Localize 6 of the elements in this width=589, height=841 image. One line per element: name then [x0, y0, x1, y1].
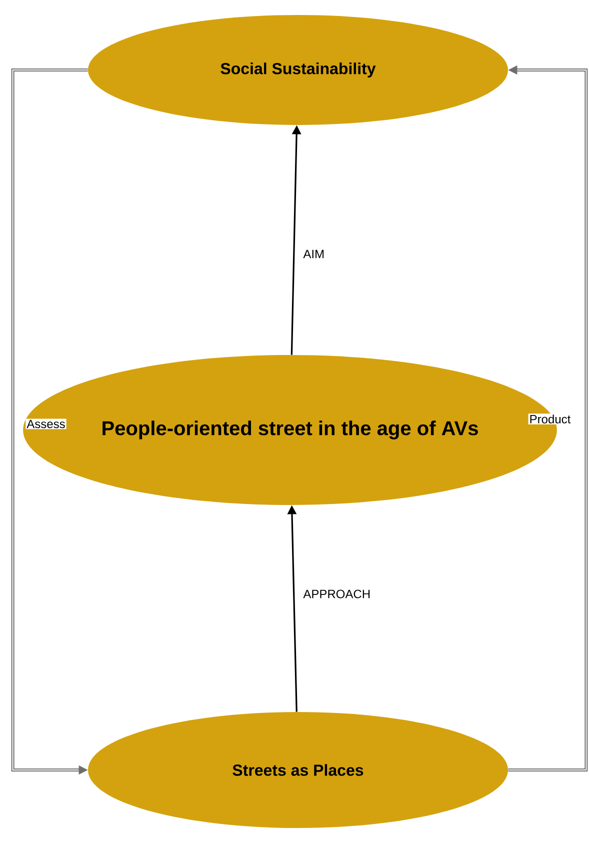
ellipse-node: Streets as Places [88, 712, 508, 828]
edge-label: Assess [26, 418, 66, 430]
ellipse-node: Social Sustainability [88, 15, 508, 125]
edge-label: AIM [302, 248, 326, 260]
edge-label: APPROACH [302, 588, 372, 600]
edge-label: Product [528, 414, 572, 424]
